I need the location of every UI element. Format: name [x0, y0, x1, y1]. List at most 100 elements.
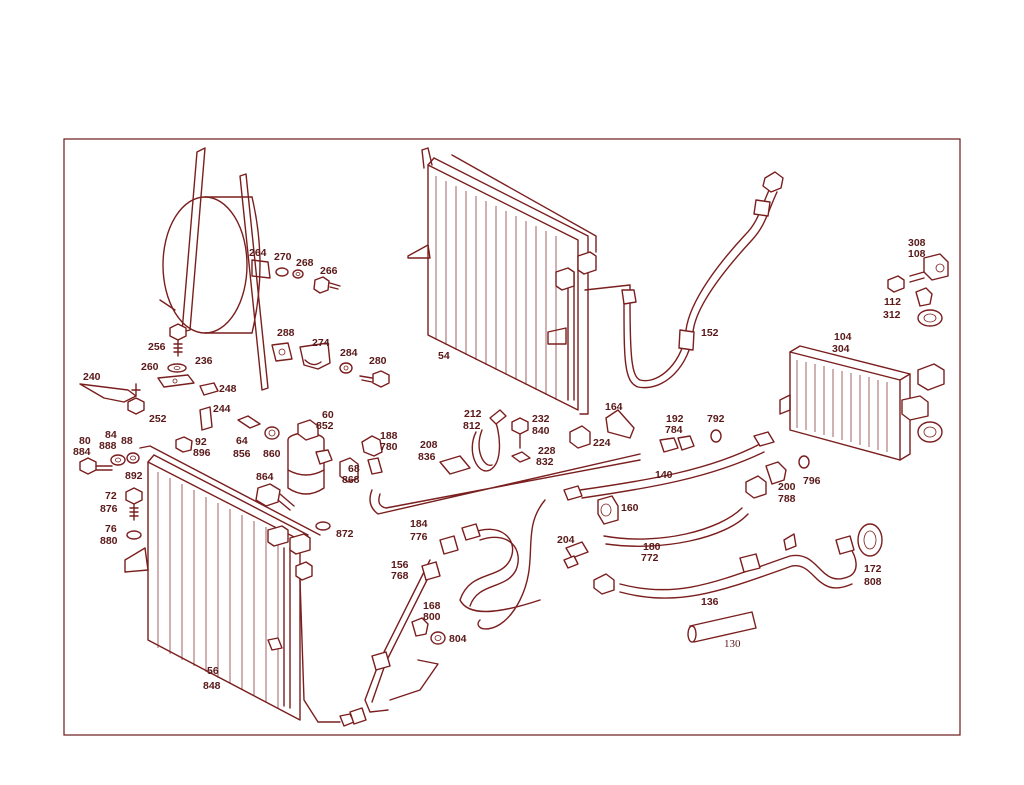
label-776: 776	[410, 531, 428, 543]
label-788: 788	[778, 493, 796, 505]
label-244: 244	[213, 403, 231, 415]
hose-140-drawing	[563, 429, 775, 501]
left-fasteners	[79, 383, 295, 540]
label-208: 208	[420, 439, 438, 451]
label-84: 84	[105, 429, 117, 441]
label-268: 268	[296, 257, 314, 269]
label-140: 140	[655, 469, 673, 481]
label-852: 852	[316, 420, 334, 432]
label-280: 280	[369, 355, 387, 367]
label-188: 188	[380, 430, 398, 442]
label-888: 888	[99, 440, 117, 452]
label-256: 256	[148, 341, 166, 353]
label-288: 288	[277, 327, 295, 339]
label-156: 156	[391, 559, 409, 571]
label-54: 54	[438, 350, 450, 362]
label-808: 808	[864, 576, 882, 588]
hose-180-drawing	[563, 495, 749, 569]
label-152: 152	[701, 327, 719, 339]
condenser-54-drawing	[407, 147, 631, 415]
label-112: 112	[884, 296, 901, 308]
label-248: 248	[219, 383, 237, 395]
label-264: 264	[249, 247, 267, 259]
label-784: 784	[665, 424, 683, 436]
pipe-184-drawing	[361, 435, 641, 515]
label-274: 274	[312, 337, 330, 349]
label-812: 812	[463, 420, 481, 432]
label-232: 232	[532, 413, 550, 425]
label-64: 64	[236, 435, 248, 447]
label-892: 892	[125, 470, 143, 482]
label-68: 68	[348, 463, 360, 475]
label-88: 88	[121, 435, 133, 447]
label-130: 130	[724, 638, 741, 650]
condenser-56-drawing	[124, 445, 355, 727]
label-780: 780	[380, 441, 398, 453]
label-848: 848	[203, 680, 221, 692]
label-92: 92	[195, 436, 207, 448]
label-172: 172	[864, 563, 882, 575]
label-836: 836	[418, 451, 436, 463]
label-772: 772	[641, 552, 659, 564]
label-896: 896	[193, 447, 211, 459]
label-104: 104	[834, 331, 852, 343]
label-856: 856	[233, 448, 251, 460]
tube-130-drawing	[687, 611, 757, 643]
label-840: 840	[532, 425, 550, 437]
label-184: 184	[410, 518, 428, 530]
label-192: 192	[666, 413, 684, 425]
label-240: 240	[83, 371, 101, 383]
label-804: 804	[449, 633, 467, 645]
label-876: 876	[100, 503, 118, 515]
label-168: 168	[423, 600, 441, 612]
label-868: 868	[342, 474, 360, 486]
label-884: 884	[73, 446, 91, 458]
part-labels: 264 270 268 266 256 288 274 284 280 260 …	[73, 237, 926, 692]
label-204: 204	[557, 534, 575, 546]
suction-line-156-drawing	[349, 499, 546, 725]
label-60: 60	[322, 409, 334, 421]
label-872: 872	[336, 528, 354, 540]
label-72: 72	[105, 490, 117, 502]
label-200: 200	[778, 481, 796, 493]
label-304: 304	[832, 343, 850, 355]
diagram-frame	[63, 138, 961, 736]
label-284: 284	[340, 347, 358, 359]
fan-fasteners	[79, 267, 390, 403]
fan-shroud-drawing	[159, 147, 271, 391]
label-76: 76	[105, 523, 117, 535]
receiver-drier-60-drawing	[287, 419, 359, 531]
label-56: 56	[207, 665, 219, 677]
label-864: 864	[256, 471, 274, 483]
label-860: 860	[263, 448, 281, 460]
label-160: 160	[621, 502, 639, 514]
label-800: 800	[423, 611, 441, 623]
label-312: 312	[883, 309, 901, 321]
label-266: 266	[320, 265, 338, 277]
label-80: 80	[79, 435, 91, 447]
label-768: 768	[391, 570, 409, 582]
label-228: 228	[538, 445, 556, 457]
expansion-valve-308-drawing	[887, 253, 949, 327]
label-236: 236	[195, 355, 213, 367]
label-792: 792	[707, 413, 725, 425]
evaporator-104-drawing	[779, 345, 945, 461]
label-796: 796	[803, 475, 821, 487]
label-308: 308	[908, 237, 926, 249]
label-164: 164	[605, 401, 623, 413]
label-252: 252	[149, 413, 167, 425]
label-270: 270	[274, 251, 292, 263]
label-136: 136	[701, 596, 719, 608]
hose-136-drawing	[593, 523, 883, 599]
hose-152-drawing	[621, 171, 784, 389]
label-180: 180	[643, 541, 661, 553]
label-832: 832	[536, 456, 554, 468]
label-260: 260	[141, 361, 159, 373]
label-108: 108	[908, 248, 926, 260]
fitting-200-drawing	[745, 455, 810, 499]
label-880: 880	[100, 535, 118, 547]
label-212: 212	[464, 408, 482, 420]
middle-fasteners	[439, 409, 635, 475]
